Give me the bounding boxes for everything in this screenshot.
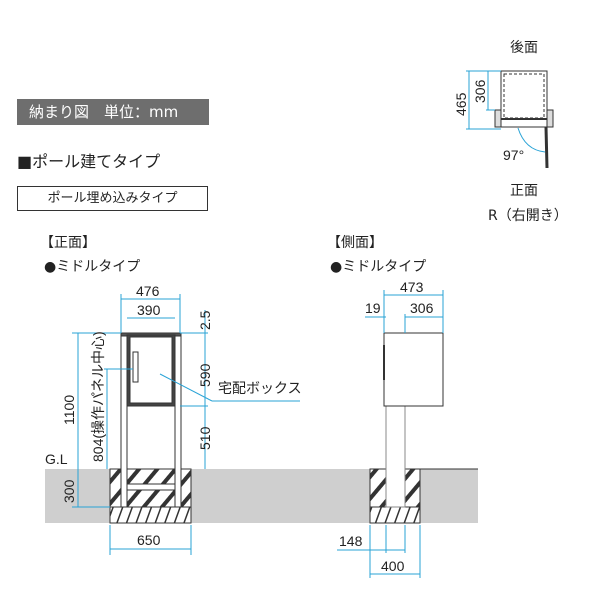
plan-dimensions [466,70,501,130]
svg-text:473: 473 [400,279,424,295]
svg-text:97°: 97° [503,147,524,163]
plan-opening-label: R（右開き） [488,208,568,224]
svg-text:390: 390 [137,302,161,318]
header-label: 納まり図 単位：mm [17,99,209,125]
subtype-label: ポール埋め込みタイプ [17,186,208,211]
svg-text:306: 306 [472,79,488,103]
plan-dim-labels: 465 306 97° [453,79,524,163]
svg-text:148: 148 [339,533,363,549]
front-dim-labels: 476 390 2.5 590 510 1100 804(操作パネル中心) 30… [45,283,302,548]
section-title: ■ポール建てタイプ [17,152,161,171]
svg-text:宅配ボックス: 宅配ボックス [218,380,302,396]
post-left [120,332,128,508]
foundation-base [109,506,192,524]
svg-text:590: 590 [197,363,213,387]
post-right [174,332,182,508]
control-panel [132,351,139,383]
plan-front-label: 正面 [510,183,538,199]
svg-text:476: 476 [136,283,160,299]
svg-text:400: 400 [381,558,405,574]
side-view [300,332,478,524]
plan-back-label: 後面 [510,40,538,56]
svg-text:306: 306 [410,300,434,316]
side-variant: ●ミドルタイプ [330,259,427,275]
svg-text:1100: 1100 [61,395,77,425]
plan-view [494,70,554,169]
svg-text:465: 465 [453,92,469,116]
front-variant: ●ミドルタイプ [44,259,141,275]
svg-text:19: 19 [365,300,381,316]
svg-text:300: 300 [61,479,77,503]
side-title: 【側面】 [327,235,383,251]
front-view [45,332,300,524]
side-dim-labels: 473 19 306 148 400 [339,279,434,574]
svg-text:2.5: 2.5 [197,310,213,330]
front-dimensions [72,294,300,555]
side-dimensions [337,290,444,578]
svg-text:G.L: G.L [45,451,68,467]
svg-text:510: 510 [197,426,213,450]
front-title: 【正面】 [40,235,96,251]
svg-text:650: 650 [137,532,161,548]
svg-text:804(操作パネル中心): 804(操作パネル中心) [90,331,106,462]
